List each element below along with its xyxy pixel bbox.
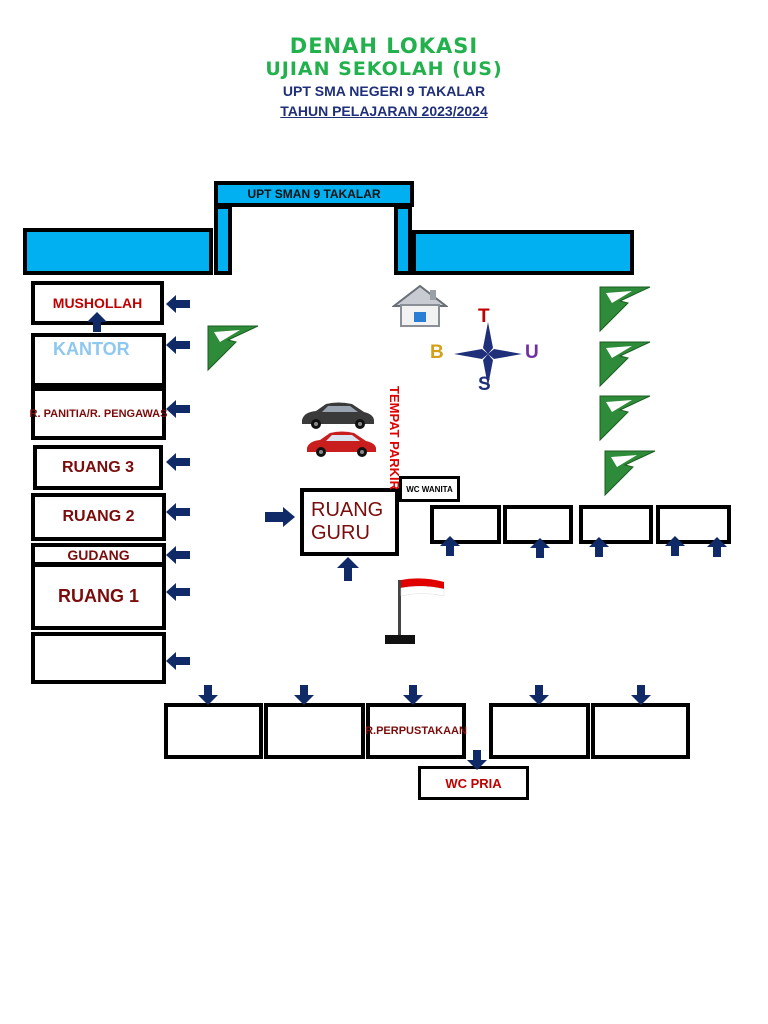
arrow-left-icon <box>166 400 190 418</box>
tree-icon <box>599 286 651 333</box>
room-kantor-label: KANTOR <box>53 339 130 359</box>
arrow-left-icon <box>166 652 190 670</box>
arrow-left-icon <box>166 453 190 471</box>
room-ruang-3-label: RUANG 3 <box>61 458 134 476</box>
compass-north-label: T <box>478 306 490 327</box>
room-wc-pria: WC PRIA <box>418 766 529 800</box>
arrow-up-icon <box>707 537 727 557</box>
room-right-4 <box>656 505 731 544</box>
room-panitia: R. PANITIA/R. PENGAWAS <box>29 387 168 440</box>
compass-icon <box>454 322 522 386</box>
gate-sign: UPT SMAN 9 TAKALAR <box>214 181 414 207</box>
room-bottom-2 <box>264 703 365 759</box>
arrow-left-icon <box>166 295 190 313</box>
arrow-up-icon <box>337 557 359 581</box>
arrow-left-icon <box>166 503 190 521</box>
arrow-up-icon <box>589 537 609 557</box>
arrow-down-icon <box>198 685 218 705</box>
tree-icon <box>604 450 656 497</box>
arrow-up-icon <box>440 536 460 556</box>
academic-year: TAHUN PELAJARAN 2023/2024 <box>280 103 488 119</box>
map-subtitle: UJIAN SEKOLAH (US) <box>265 58 503 80</box>
room-empty-left <box>31 632 166 684</box>
arrow-down-icon <box>631 685 651 705</box>
arrow-up-icon <box>665 536 685 556</box>
fence-left <box>23 228 213 275</box>
room-musholla-label: MUSHOLLAH <box>52 295 143 311</box>
arrow-down-icon <box>403 685 423 705</box>
flag-icon <box>385 578 445 644</box>
room-ruang-guru-label-2: GURU <box>311 522 370 544</box>
arrow-down-icon <box>294 685 314 705</box>
room-ruang-2-label: RUANG 2 <box>62 508 135 525</box>
room-wc-wanita: WC WANITA <box>399 476 460 502</box>
gate-pillar-left <box>214 205 232 275</box>
arrow-left-icon <box>166 336 190 354</box>
gate-label: UPT SMAN 9 TAKALAR <box>247 187 381 201</box>
room-ruang-1: RUANG 1 <box>31 563 166 630</box>
parking-label: TEMPAT PARKIR <box>387 386 402 490</box>
room-right-3 <box>579 505 653 544</box>
room-perpustakaan: R.PERPUSTAKAAN <box>365 703 467 759</box>
map-title: DENAH LOKASI <box>289 34 479 58</box>
room-ruang-guru: RUANG GURU <box>300 488 399 556</box>
room-bottom-5 <box>591 703 690 759</box>
room-bottom-1 <box>164 703 263 759</box>
room-gudang-label: GUDANG <box>67 546 130 563</box>
arrow-left-icon <box>166 546 190 564</box>
room-right-1 <box>430 505 501 544</box>
room-perpustakaan-label: R.PERPUSTAKAAN <box>365 725 467 737</box>
arrow-up-icon <box>530 538 550 558</box>
room-ruang-guru-label-1: RUANG <box>311 499 384 521</box>
arrow-right-icon <box>265 507 295 527</box>
room-ruang-1-label: RUANG 1 <box>57 586 139 606</box>
room-wc-wanita-label: WC WANITA <box>406 484 453 494</box>
room-kantor: KANTOR <box>31 333 166 387</box>
room-wc-pria-label: WC PRIA <box>445 775 502 791</box>
room-ruang-2: RUANG 2 <box>31 493 166 541</box>
tree-icon <box>599 341 651 388</box>
gate-pillar-right <box>394 205 412 275</box>
school-name: UPT SMA NEGERI 9 TAKALAR <box>282 83 486 99</box>
room-ruang-3: RUANG 3 <box>33 445 163 490</box>
house-icon <box>392 284 448 327</box>
room-panitia-label: R. PANITIA/R. PENGAWAS <box>29 407 168 420</box>
compass-east-label: U <box>525 342 539 363</box>
arrow-up-icon <box>87 312 107 332</box>
arrow-left-icon <box>166 583 190 601</box>
tree-icon <box>599 395 651 442</box>
fence-right <box>412 230 634 275</box>
compass-south-label: S <box>478 374 491 395</box>
car-icon-red <box>307 431 376 457</box>
tree-icon <box>207 325 259 372</box>
compass-west-label: B <box>430 342 444 363</box>
car-icon <box>302 402 374 429</box>
arrow-down-icon <box>529 685 549 705</box>
room-bottom-4 <box>489 703 590 759</box>
arrow-down-icon <box>467 750 487 770</box>
